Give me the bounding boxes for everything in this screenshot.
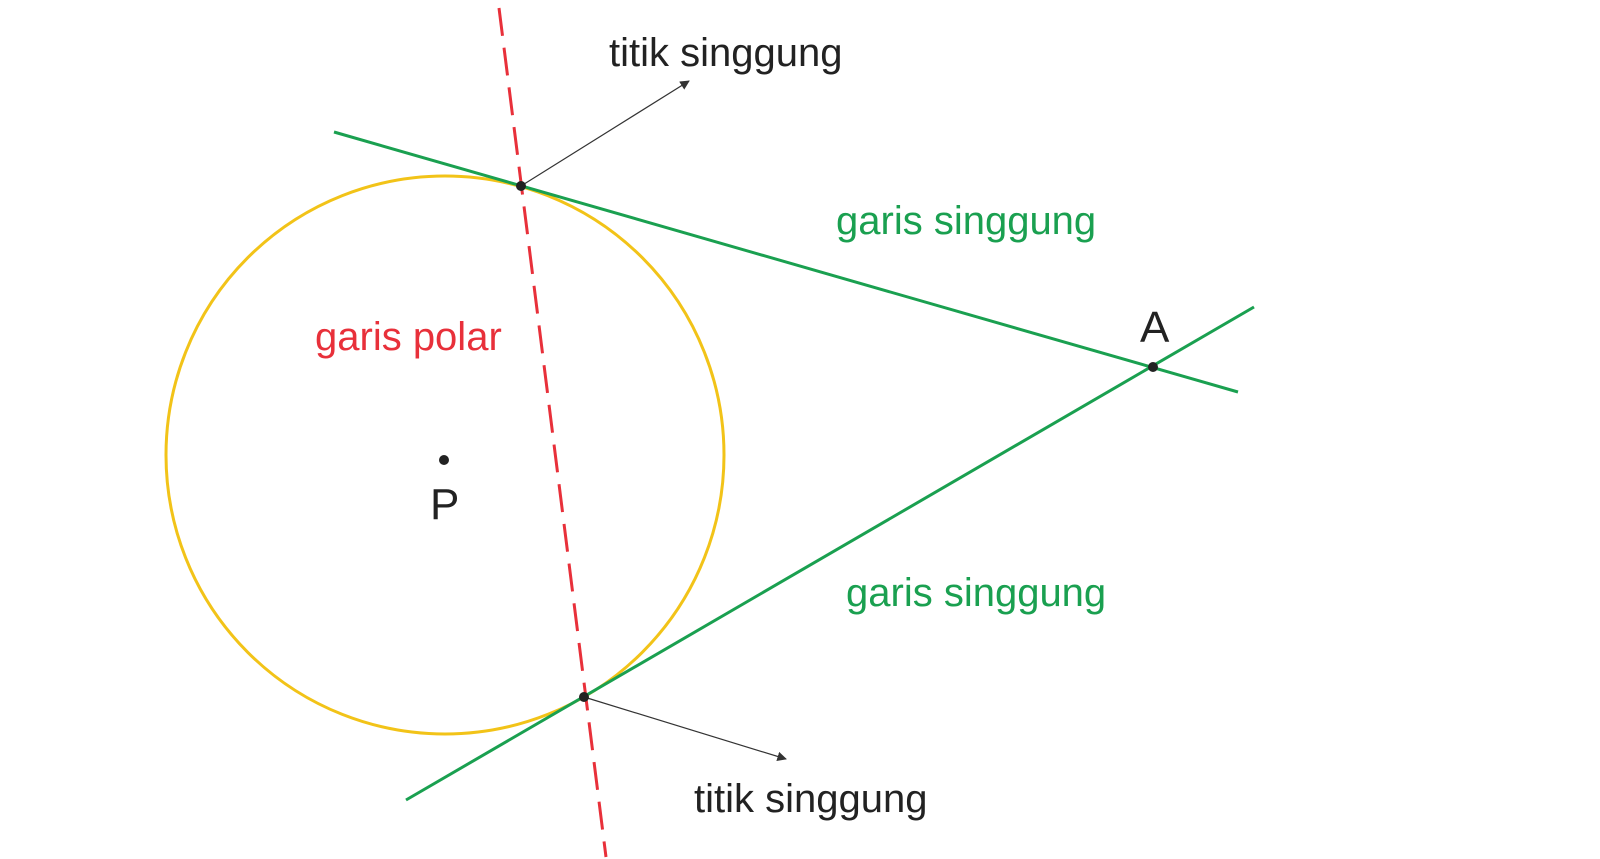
polar-line <box>497 7 608 858</box>
tangent-point-top <box>516 181 526 191</box>
arrow-top <box>520 80 690 187</box>
center-point <box>439 455 449 465</box>
label-polar-line: garis polar <box>315 315 502 359</box>
label-point-a: A <box>1140 303 1170 352</box>
tangent-line-bottom <box>405 305 1255 802</box>
circle <box>164 174 726 736</box>
arrow-bottom <box>583 696 787 762</box>
label-tangent-point-top: titik singgung <box>609 31 842 75</box>
label-tangent-line-bottom: garis singgung <box>846 571 1106 615</box>
point-a <box>1148 362 1158 372</box>
label-tangent-point-bottom: titik singgung <box>694 777 927 821</box>
label-center-p: P <box>430 480 459 529</box>
tangent-point-bottom <box>579 692 589 702</box>
tangent-line-top <box>333 130 1239 394</box>
label-tangent-line-top: garis singgung <box>836 199 1096 243</box>
